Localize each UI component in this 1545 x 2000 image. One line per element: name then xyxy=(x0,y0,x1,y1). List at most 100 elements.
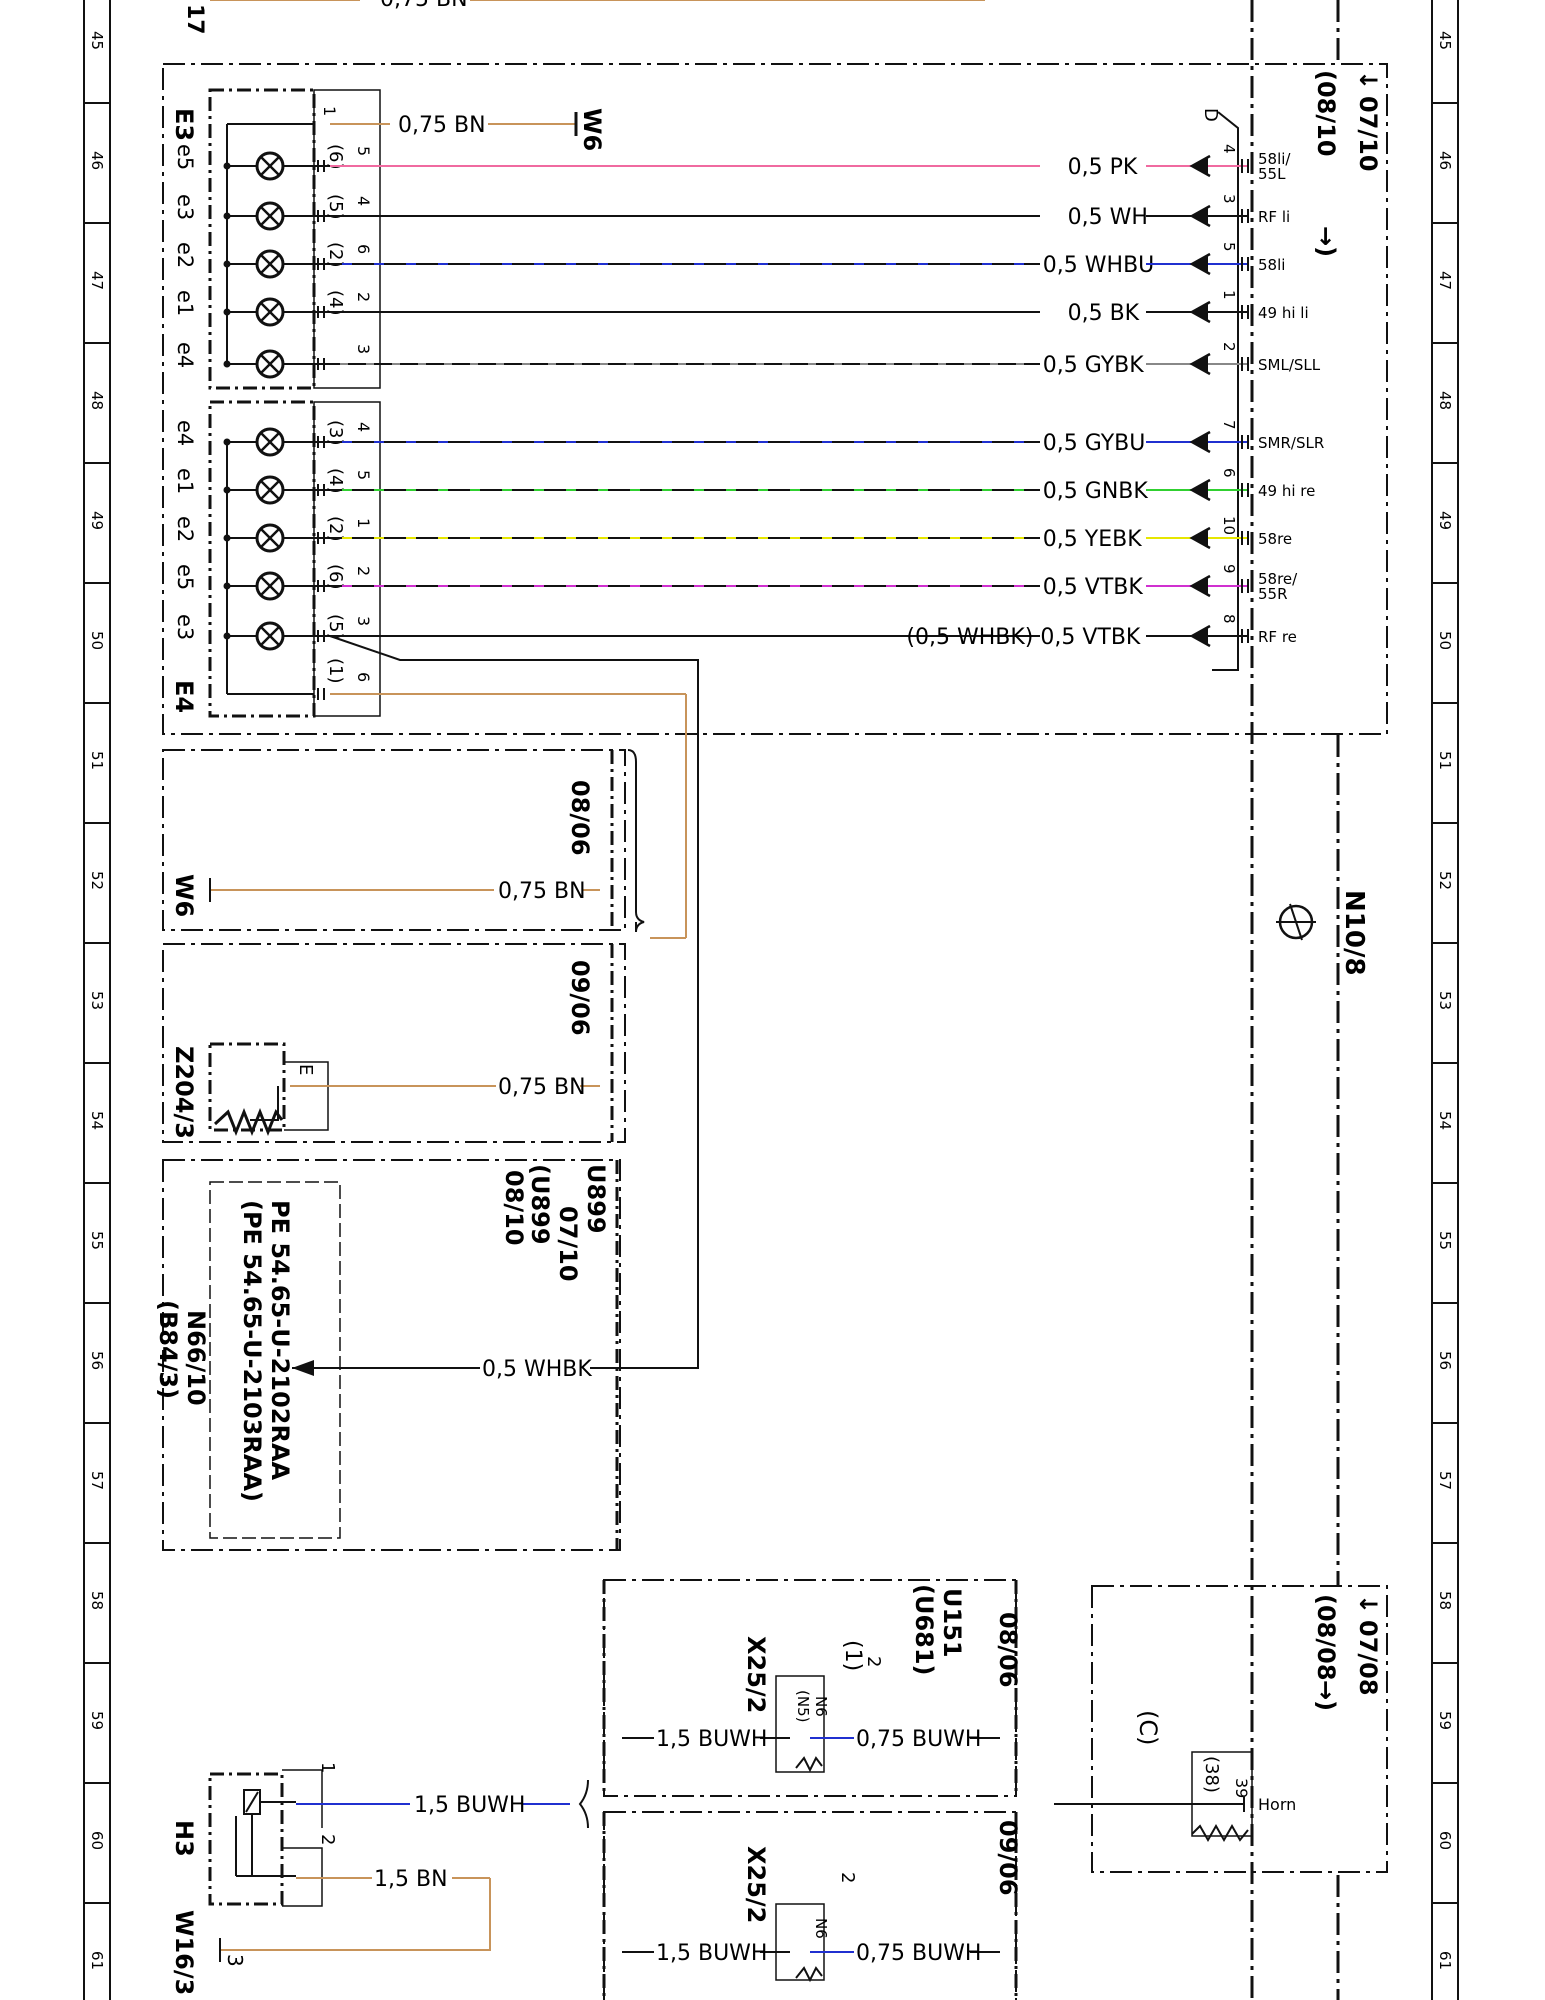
svg-text:08/06: 08/06 xyxy=(994,1612,1022,1688)
svg-text:(08/08: (08/08 xyxy=(1312,1594,1340,1681)
e3-pin: 4 xyxy=(354,196,373,206)
ruler-left-tick-label: 61 xyxy=(88,1951,106,1970)
e3-lamp-label: e2 xyxy=(173,242,197,268)
ruler-right-tick-label: 56 xyxy=(1436,1351,1454,1370)
n10-wire-label: 0,5 YEBK xyxy=(1043,527,1142,552)
svg-text:(08/10: (08/10 xyxy=(1312,70,1340,157)
e4-label: E4 xyxy=(170,680,198,713)
n10-wire-label: 0,5 BK xyxy=(1068,301,1140,326)
n10-signal: SMR/SLR xyxy=(1258,434,1324,452)
svg-text:39: 39 xyxy=(1232,1778,1251,1798)
ruler-right-tick-label: 60 xyxy=(1436,1831,1454,1850)
e3-pin-paren: (4) xyxy=(325,290,346,316)
ruler-left-tick-label: 60 xyxy=(88,1831,106,1850)
n10-signal: 58re xyxy=(1258,530,1292,548)
h3-wire1: 1,5 BUWH xyxy=(414,1793,525,1818)
n10-pin: 3 xyxy=(1220,194,1238,204)
ruler-right-tick-label: 54 xyxy=(1436,1111,1454,1130)
svg-text:↓: ↓ xyxy=(1354,70,1382,90)
z204-date: 09/06 xyxy=(566,960,594,1036)
e3-pin: 2 xyxy=(354,292,373,302)
ruler-right-tick-label: 55 xyxy=(1436,1231,1454,1250)
n10-pin: 8 xyxy=(1220,614,1238,624)
svg-text:X25/2: X25/2 xyxy=(742,1846,770,1923)
svg-text:↓: ↓ xyxy=(1354,1594,1382,1614)
h3-label: H3 xyxy=(170,1820,198,1857)
ruler-left-tick-label: 55 xyxy=(88,1231,106,1250)
e4-pin-paren: (4) xyxy=(325,468,346,494)
w6-box: W6 0,75 BN 08/06 xyxy=(162,749,645,933)
e3-lamp-label: e4 xyxy=(173,342,197,368)
ruler-right-tick-label: 45 xyxy=(1436,31,1454,50)
bus-lines xyxy=(1250,0,1340,2000)
svg-text:E: E xyxy=(295,1064,316,1075)
n10-pin: 2 xyxy=(1220,342,1238,352)
ruler-right-tick-label: 57 xyxy=(1436,1471,1454,1490)
lamp-unit-e4: E4 e4(3)4e1(4)5e2(2)1e5(6)2e3(5)3(1)6 xyxy=(170,400,699,1369)
svg-text:(N5): (N5) xyxy=(794,1690,812,1722)
n10-label-group: N10/8 xyxy=(1276,890,1369,976)
svg-text:1,5 BUWH: 1,5 BUWH xyxy=(656,1941,767,1966)
u899-wire: 0,5 WHBK xyxy=(482,1357,592,1382)
e3-lamp-label: e3 xyxy=(173,194,197,220)
e4-pin: 1 xyxy=(354,518,373,528)
svg-text:07/10: 07/10 xyxy=(554,1206,582,1282)
svg-text:(B84/3): (B84/3) xyxy=(154,1300,182,1399)
e3-pin: 6 xyxy=(354,244,373,254)
ruler-right-tick-label: 53 xyxy=(1436,991,1454,1010)
n10-signal: RF li xyxy=(1258,208,1290,226)
e4-lamp-label: e4 xyxy=(173,420,197,446)
svg-text:X25/2: X25/2 xyxy=(742,1636,770,1713)
e4-pin: 4 xyxy=(354,422,373,432)
horn-box: 07/08 ↓ (08/08 →) 39 (38) (C) Horn xyxy=(1054,1585,1388,1873)
n10-pin: 6 xyxy=(1220,468,1238,478)
svg-text:N6: N6 xyxy=(812,1696,830,1717)
e4-pin-paren: (5) xyxy=(325,614,346,640)
svg-text:→): →) xyxy=(1312,1680,1340,1711)
ruler-left-tick-label: 52 xyxy=(88,871,106,890)
ruler-right-tick-label: 58 xyxy=(1436,1591,1454,1610)
ruler-right-tick-label: 50 xyxy=(1436,631,1454,650)
n10-wire-label: 0,5 GYBU xyxy=(1043,431,1146,456)
svg-text:N6: N6 xyxy=(812,1918,830,1939)
svg-text:1: 1 xyxy=(317,1762,338,1773)
ruler-right-tick-label: 49 xyxy=(1436,511,1454,530)
ruler-left-tick-label: 56 xyxy=(88,1351,106,1370)
n10-pin: 4 xyxy=(1220,144,1238,154)
svg-text:07/10: 07/10 xyxy=(1354,96,1382,172)
n10-pin: 7 xyxy=(1220,420,1238,430)
svg-text:08/10: 08/10 xyxy=(500,1170,528,1246)
n66-label: N66/10 xyxy=(182,1310,210,1406)
svg-text:→): →) xyxy=(1312,226,1340,257)
lower-box: 09/06 X25/2 2 N6 1,5 BUWH 0,75 BUWH xyxy=(602,1811,1022,2000)
e4-pin: 5 xyxy=(354,470,373,480)
e4-pin-paren: (2) xyxy=(325,516,346,542)
n10-wire-label: 0,5 PK xyxy=(1068,155,1138,180)
n10-signal: 58li xyxy=(1258,256,1285,274)
n10-label: N10/8 xyxy=(1339,890,1369,976)
pe-ref-1: PE 54.65-U-2102RAA xyxy=(266,1200,294,1481)
ruler-left-tick-label: 54 xyxy=(88,1111,106,1130)
ruler-left-tick-label: 58 xyxy=(88,1591,106,1610)
ruler-right-tick-label: 51 xyxy=(1436,751,1454,770)
e4-lamp-label: e3 xyxy=(173,614,197,640)
e3-lamp-label: e1 xyxy=(173,290,197,316)
n10-signal: 55R xyxy=(1258,585,1288,603)
e3-w6-label: W6 xyxy=(578,108,606,151)
n10-wire-label: (0,5 WHBK) 0,5 VTBK xyxy=(906,625,1141,650)
ruler-right-tick-label: 61 xyxy=(1436,1951,1454,1970)
svg-text:0,75 BUWH: 0,75 BUWH xyxy=(856,1727,981,1752)
n10-signal: 49 hi li xyxy=(1258,304,1309,322)
svg-text:(38): (38) xyxy=(1201,1756,1222,1793)
svg-text:(U681): (U681) xyxy=(910,1584,938,1676)
z204-box: Z204/3 E 0,75 BN 09/06 xyxy=(162,943,626,1143)
w6-box-date: 08/06 xyxy=(566,780,594,856)
ruler-right-tick-label: 52 xyxy=(1436,871,1454,890)
z204-label: Z204/3 xyxy=(170,1046,198,1139)
w6-box-wire: 0,75 BN xyxy=(498,879,586,904)
ruler-left-tick-label: 46 xyxy=(88,151,106,170)
svg-text:3: 3 xyxy=(223,1954,247,1967)
